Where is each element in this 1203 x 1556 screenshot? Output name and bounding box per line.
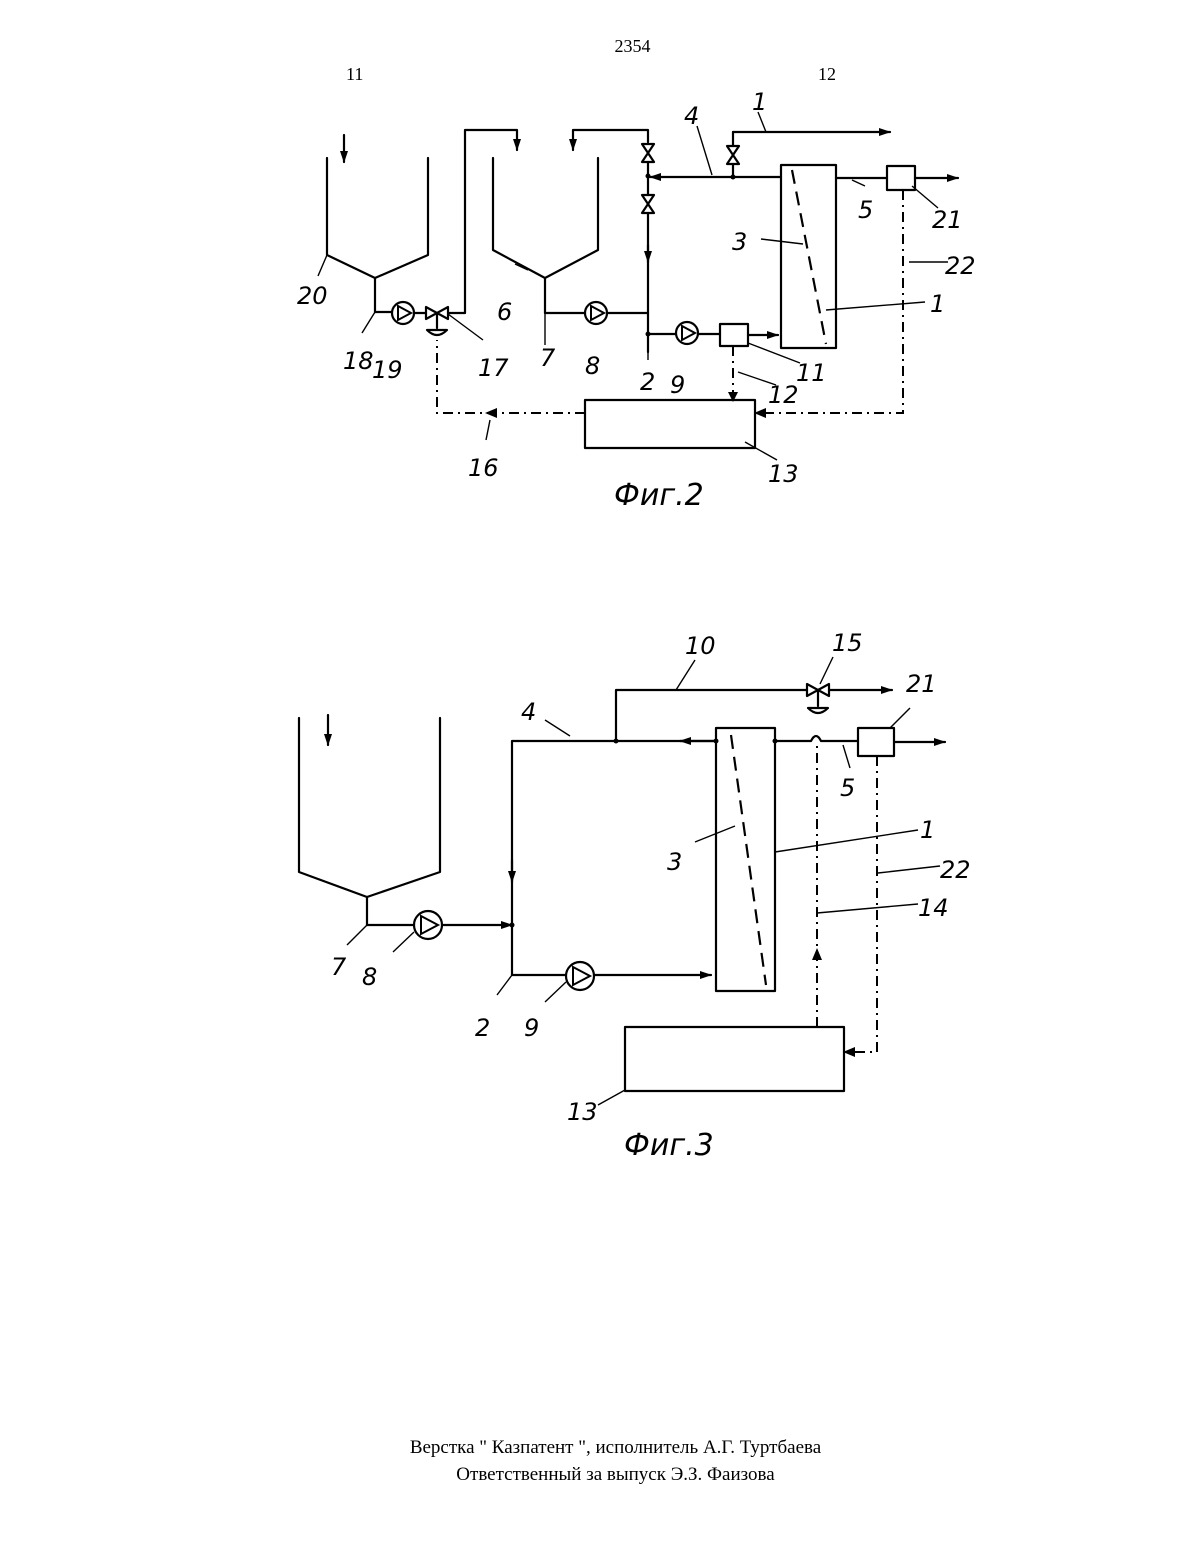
label-4: 4	[521, 698, 536, 726]
label-9: 9	[524, 1014, 539, 1042]
label-13: 13	[768, 460, 799, 488]
labels-fig2: 1 4 5 21 3 22 20 6 1 18 19 17 7 8 2 9 11…	[297, 88, 976, 513]
label-19: 19	[372, 356, 403, 384]
label-5: 5	[840, 774, 855, 802]
sensor-21	[858, 728, 894, 756]
label-15: 15	[832, 629, 863, 657]
sensor-11	[720, 324, 748, 346]
label-14: 14	[918, 894, 949, 922]
label-10: 10	[685, 632, 716, 660]
label-4: 4	[684, 102, 699, 130]
control-valve-17	[426, 307, 448, 335]
label-21: 21	[932, 206, 963, 234]
valve-top-left	[642, 144, 654, 162]
label-1b: 1	[930, 290, 945, 318]
footer-responsible: Ответственный за выпуск Э.З. Фаизова	[0, 1464, 1203, 1486]
pump-9	[676, 322, 698, 344]
apparatus-1	[716, 728, 778, 991]
label-9: 9	[670, 371, 685, 399]
leader-lines-fig2	[318, 112, 948, 460]
label-2: 2	[640, 368, 655, 396]
label-16: 16	[468, 454, 499, 482]
label-17: 17	[478, 354, 509, 382]
label-7: 7	[540, 344, 556, 372]
element-3	[792, 170, 826, 344]
line-4	[650, 132, 890, 180]
pump-19	[392, 302, 414, 324]
label-1: 1	[920, 816, 935, 844]
label-21: 21	[906, 670, 937, 698]
controller-13	[585, 400, 755, 448]
label-8: 8	[362, 963, 377, 991]
valve-mid-left	[642, 195, 654, 213]
hopper-6	[493, 158, 648, 324]
label-13: 13	[567, 1098, 598, 1126]
label-22: 22	[940, 856, 971, 884]
label-8: 8	[585, 352, 600, 380]
figure-2: 1 4 5 21 3 22 20 6 1 18 19 17 7 8 2 9 11…	[297, 88, 976, 513]
hopper	[299, 715, 512, 939]
controller-13	[625, 1027, 844, 1091]
leader-lines-fig3	[347, 657, 940, 1105]
label-3: 3	[732, 228, 747, 256]
figure-2-caption: Фиг.2	[614, 478, 704, 513]
label-6: 6	[497, 298, 512, 326]
figure-3-caption: Фиг.3	[624, 1128, 714, 1163]
label-18: 18	[343, 347, 374, 375]
label-7: 7	[331, 953, 347, 981]
label-11: 11	[796, 359, 827, 387]
label-3: 3	[667, 848, 682, 876]
label-22: 22	[945, 252, 976, 280]
hopper-20	[327, 135, 428, 312]
valve-product	[727, 146, 739, 164]
line-5	[836, 166, 958, 190]
line-5	[775, 728, 945, 756]
pump-8	[414, 911, 442, 939]
labels-fig3: 10 15 21 4 5 1 3 22 14 7 8 2 9 13 Фиг.3	[331, 629, 971, 1163]
label-2: 2	[475, 1014, 490, 1042]
label-1a: 1	[752, 88, 767, 116]
footer-layout-credit: Верстка " Казпатент ", исполнитель А.Г. …	[0, 1437, 1203, 1459]
label-20: 20	[297, 282, 328, 310]
feed-line-18	[375, 130, 517, 335]
sensor-21	[887, 166, 915, 190]
control-valve-15	[807, 684, 829, 713]
circulation-loop	[510, 684, 893, 990]
apparatus-1	[781, 165, 836, 348]
pump-8	[585, 302, 607, 324]
figure-3: 10 15 21 4 5 1 3 22 14 7 8 2 9 13 Фиг.3	[299, 629, 971, 1163]
label-12: 12	[768, 381, 799, 409]
label-5: 5	[858, 196, 873, 224]
pump-9	[566, 962, 594, 990]
element-3	[731, 735, 766, 985]
